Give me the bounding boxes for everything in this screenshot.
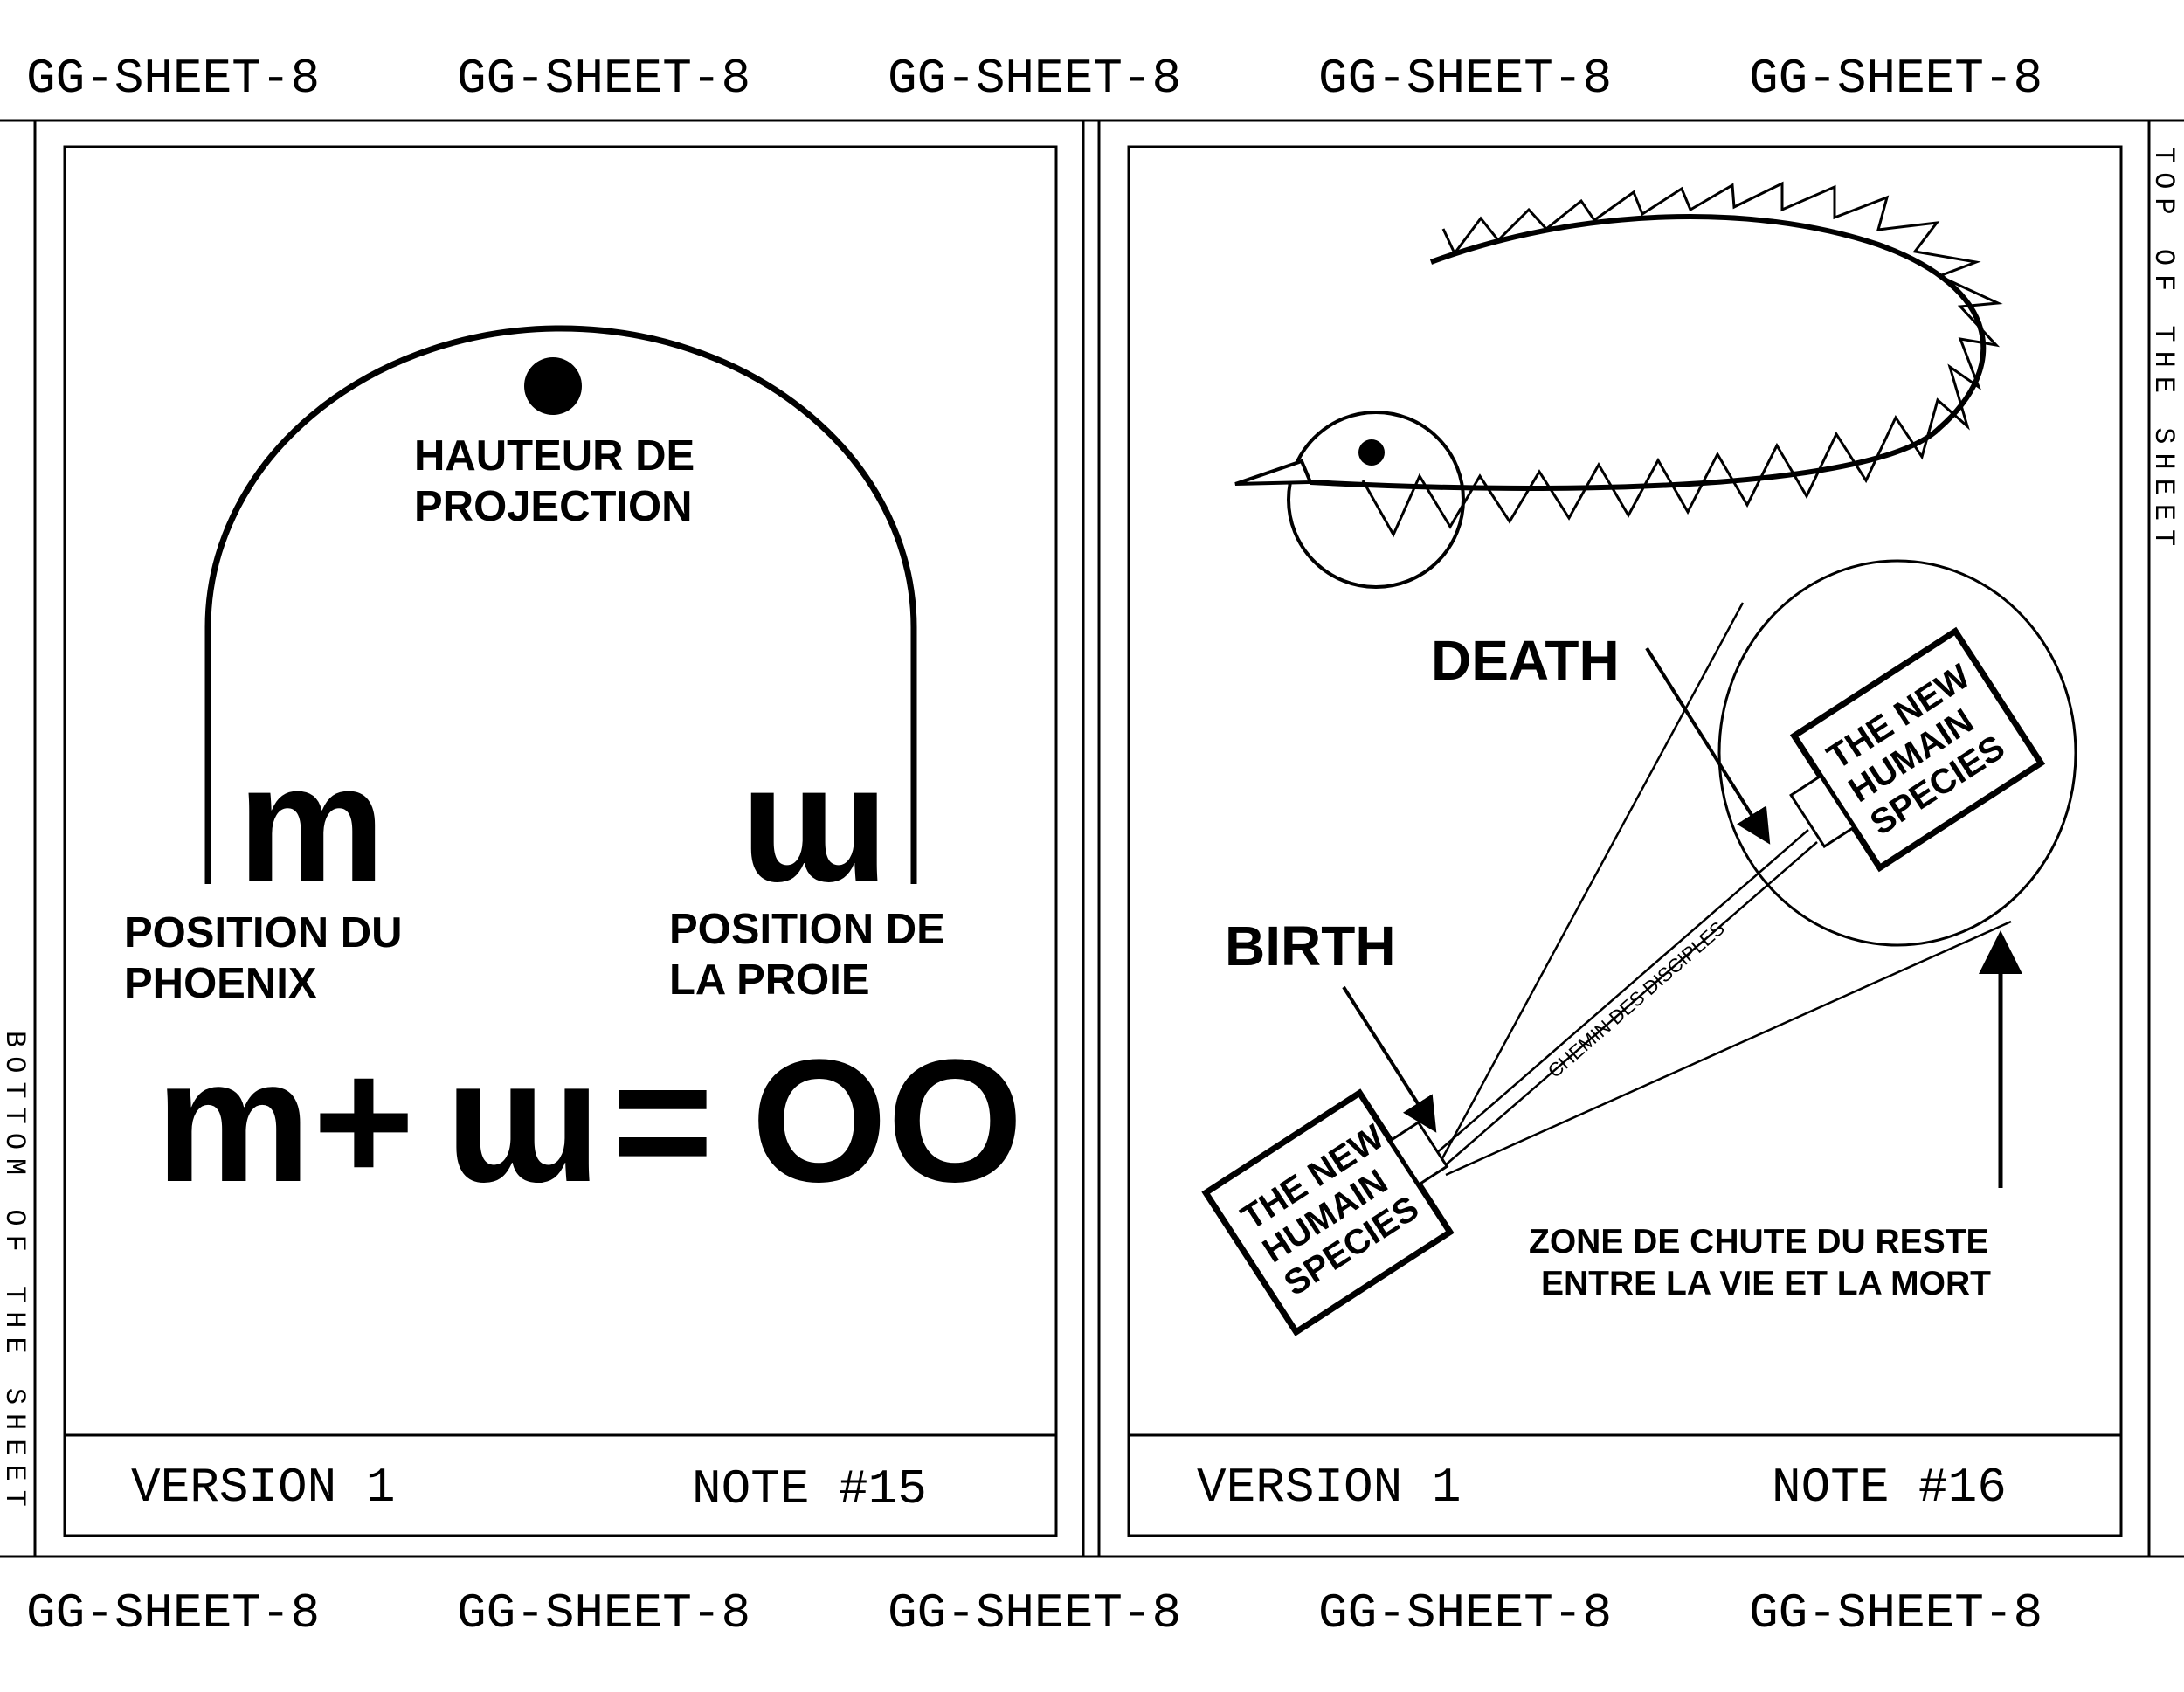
birth-arrow (1342, 985, 1437, 1133)
header-sheet-id-5: GG-SHEET-8 (1749, 51, 2042, 107)
phoenix-symbol-m: m (238, 731, 385, 916)
zone-label-line1: ZONE DE CHUTE DU RESTE (1529, 1223, 1989, 1260)
phoenix-label-line1: POSITION DU (124, 909, 403, 956)
sheet-frame (0, 119, 2184, 1558)
prey-label-line2: LA PROIE (669, 956, 870, 1004)
left-version-label: VERSION 1 (131, 1460, 395, 1516)
header-sheet-id-2: GG-SHEET-8 (457, 51, 750, 107)
footer-sheet-id-2: GG-SHEET-8 (457, 1585, 750, 1641)
header-sheet-id-4: GG-SHEET-8 (1318, 51, 1612, 107)
creature-teeth-zigzag (1361, 181, 2003, 538)
right-panel-frame (1127, 145, 2123, 1537)
birth-species-box-tab (1388, 1120, 1449, 1187)
left-panel: HAUTEUR DE PROJECTION m ɯ POSITION DU PH… (63, 145, 1058, 1537)
footer-labels: GG-SHEET-8 GG-SHEET-8 GG-SHEET-8 GG-SHEE… (26, 1585, 2042, 1641)
top-of-sheet-label: TOP OF THE SHEET (2147, 147, 2180, 555)
equation-term-m: m (156, 1024, 311, 1219)
right-note-label: NOTE #16 (1772, 1460, 2007, 1516)
disciples-path (1434, 829, 1818, 1168)
projection-arch (204, 325, 917, 884)
birth-label: BIRTH (1225, 915, 1396, 977)
death-arrow (1645, 646, 1771, 845)
equation-plus: + (313, 1024, 415, 1219)
death-species-box-tab (1789, 774, 1856, 849)
serpent-bird-creature (1234, 181, 2003, 589)
right-version-label: VERSION 1 (1197, 1460, 1461, 1516)
infinity-equation: m + ɯ = OO (156, 1024, 1023, 1219)
equation-result-infinity: OO (751, 1024, 1023, 1219)
footer-sheet-id-5: GG-SHEET-8 (1749, 1585, 2042, 1641)
phoenix-label-line2: PHOENIX (124, 960, 317, 1007)
height-label-line1: HAUTEUR DE (414, 432, 695, 480)
creature-head-circle (1287, 411, 1465, 589)
death-zone-ellipse (1717, 559, 2077, 947)
creature-beak (1234, 459, 1313, 486)
equation-equals: = (612, 1024, 714, 1219)
birth-species-box: THE NEW HUMAIN SPECIES (1201, 1088, 1455, 1336)
prey-label-line1: POSITION DE (669, 906, 945, 953)
projection-height-dot (524, 357, 582, 415)
prey-symbol-w: ɯ (741, 731, 888, 916)
left-note-label: NOTE #15 (692, 1461, 927, 1517)
death-species-box: THE NEW HUMAIN SPECIES (1789, 626, 2046, 873)
zone-label-line2: ENTRE LA VIE ET LA MORT (1541, 1265, 1991, 1302)
equation-term-w: ɯ (446, 1024, 601, 1219)
height-label-line2: PROJECTION (414, 483, 693, 530)
death-label: DEATH (1431, 629, 1620, 692)
footer-sheet-id-4: GG-SHEET-8 (1318, 1585, 1612, 1641)
bottom-of-sheet-label: BOTTOM OF THE SHEET (0, 1031, 31, 1516)
header-labels: GG-SHEET-8 GG-SHEET-8 GG-SHEET-8 GG-SHEE… (26, 51, 2042, 107)
header-sheet-id-3: GG-SHEET-8 (888, 51, 1181, 107)
footer-sheet-id-1: GG-SHEET-8 (26, 1585, 320, 1641)
creature-eye (1358, 439, 1385, 466)
header-sheet-id-1: GG-SHEET-8 (26, 51, 320, 107)
left-panel-frame (63, 145, 1058, 1537)
projection-cone (1440, 602, 2012, 1177)
footer-sheet-id-3: GG-SHEET-8 (888, 1585, 1181, 1641)
disciples-path-label: CHEMIN DES DISCIPLES (1544, 917, 1729, 1082)
right-panel: DEATH BIRTH CHEMIN DES DISCIPLES THE NEW… (1127, 145, 2123, 1537)
